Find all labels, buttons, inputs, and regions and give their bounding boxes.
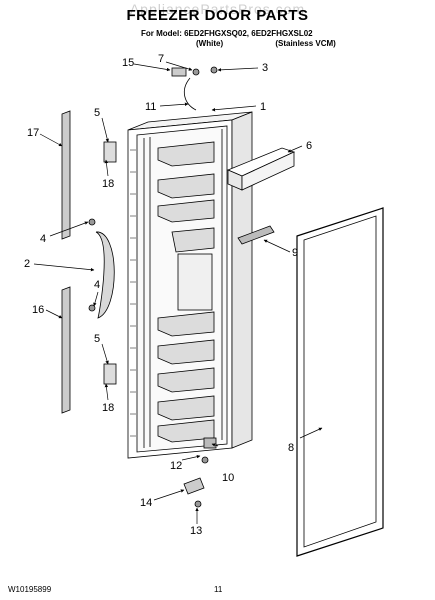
page-number: 11 xyxy=(214,585,223,594)
model-stainless-label: (Stainless VCM) xyxy=(275,39,336,48)
callout-6: 6 xyxy=(306,140,312,152)
door-shelf-bin xyxy=(226,147,296,191)
freezer-door-liner xyxy=(127,111,253,459)
callout-1: 1 xyxy=(260,101,266,113)
callout-7: 7 xyxy=(158,53,164,65)
hinge-screw xyxy=(194,500,202,508)
callout-17: 17 xyxy=(27,127,39,139)
callout-13: 13 xyxy=(190,525,202,537)
bottom-hinge-pin xyxy=(201,456,209,464)
callout-18-lower: 18 xyxy=(102,402,114,414)
document-number: W10195899 xyxy=(8,585,52,594)
harness-connector xyxy=(171,67,187,77)
hinge-bushing xyxy=(183,477,205,495)
upper-screw xyxy=(192,68,200,76)
callout-9: 9 xyxy=(292,247,298,259)
callout-12: 12 xyxy=(170,460,182,472)
watermark-text: AppliancePartsPros.com xyxy=(129,1,306,17)
callout-18-upper: 18 xyxy=(102,178,114,190)
bottom-hinge-bracket xyxy=(203,437,217,449)
callout-5-lower: 5 xyxy=(94,333,100,345)
model-white-label: (White) xyxy=(196,39,224,48)
callout-5-upper: 5 xyxy=(94,107,100,119)
door-gasket xyxy=(296,207,384,557)
callout-4-upper: 4 xyxy=(40,233,46,245)
lower-hinge-cover xyxy=(103,363,117,385)
callout-15: 15 xyxy=(122,57,134,69)
callout-14: 14 xyxy=(140,497,152,509)
model-line: For Model: 6ED2FHGXSQ02, 6ED2FHGXSL02 (W… xyxy=(141,29,336,49)
upper-bolt xyxy=(210,66,218,74)
top-trim-strip xyxy=(61,110,71,240)
callout-16: 16 xyxy=(32,304,44,316)
upper-hinge-cover xyxy=(103,141,117,163)
door-handle xyxy=(95,231,115,319)
callout-2: 2 xyxy=(24,258,30,270)
callout-10: 10 xyxy=(222,472,234,484)
diagram-title: FREEZER DOOR PARTS xyxy=(126,7,309,24)
callout-8: 8 xyxy=(288,442,294,454)
wire-harness xyxy=(183,77,197,111)
callout-4-lower: 4 xyxy=(94,279,100,291)
trim-strip xyxy=(237,225,275,245)
model-numbers: For Model: 6ED2FHGXSQ02, 6ED2FHGXSL02 xyxy=(141,29,313,38)
bottom-trim-strip xyxy=(61,286,71,414)
lower-handle-screw xyxy=(88,304,96,312)
upper-handle-screw xyxy=(88,218,96,226)
callout-11: 11 xyxy=(145,101,156,113)
callout-3: 3 xyxy=(262,62,268,74)
